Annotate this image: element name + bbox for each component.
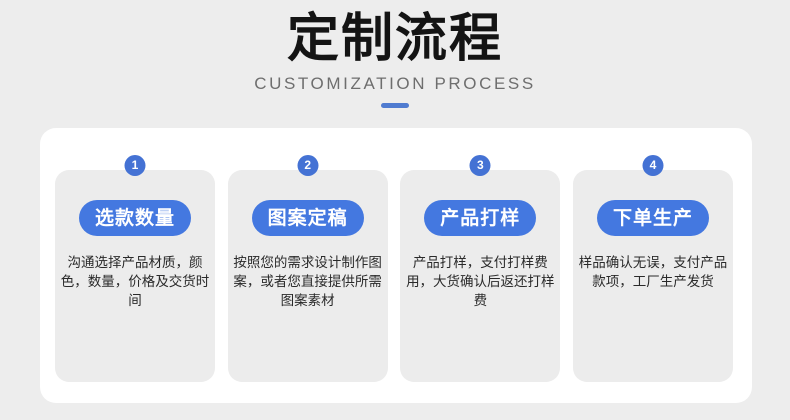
step-title-pill[interactable]: 图案定稿 [251, 200, 364, 236]
page-subtitle: CUSTOMIZATION PROCESS [254, 74, 536, 93]
step-title-pill[interactable]: 下单生产 [596, 200, 709, 236]
process-steps-list: 1 选款数量 沟通选择产品材质，颜色，数量，价格及交货时间 2 图案定稿 按照您… [55, 155, 733, 382]
step-description: 沟通选择产品材质，颜色，数量，价格及交货时间 [60, 255, 210, 309]
step-description: 样品确认无误，支付产品款项，工厂生产发货 [578, 255, 728, 290]
step-title-pill[interactable]: 产品打样 [424, 200, 537, 236]
process-step-card-4[interactable]: 4 下单生产 样品确认无误，支付产品款项，工厂生产发货 [572, 155, 733, 382]
step-number-badge: 3 [469, 155, 491, 176]
process-step-card-3[interactable]: 3 产品打样 产品打样，支付打样费用，大货确认后返还打样费 [400, 155, 561, 382]
process-step-card-2[interactable]: 2 图案定稿 按照您的需求设计制作图案，或者您直接提供所需图案素材 [227, 155, 388, 382]
header: 定制流程 CUSTOMIZATION PROCESS [0, 0, 790, 108]
step-number-badge: 2 [297, 155, 319, 176]
title-divider [381, 103, 409, 108]
step-description: 产品打样，支付打样费用，大货确认后返还打样费 [406, 255, 555, 309]
step-description: 按照您的需求设计制作图案，或者您直接提供所需图案素材 [233, 255, 382, 309]
process-step-card-1[interactable]: 1 选款数量 沟通选择产品材质，颜色，数量，价格及交货时间 [55, 155, 215, 382]
step-number-badge: 1 [124, 155, 146, 176]
step-number-badge: 4 [642, 155, 664, 176]
step-title-pill[interactable]: 选款数量 [79, 200, 191, 236]
page-title: 定制流程 [286, 9, 503, 69]
